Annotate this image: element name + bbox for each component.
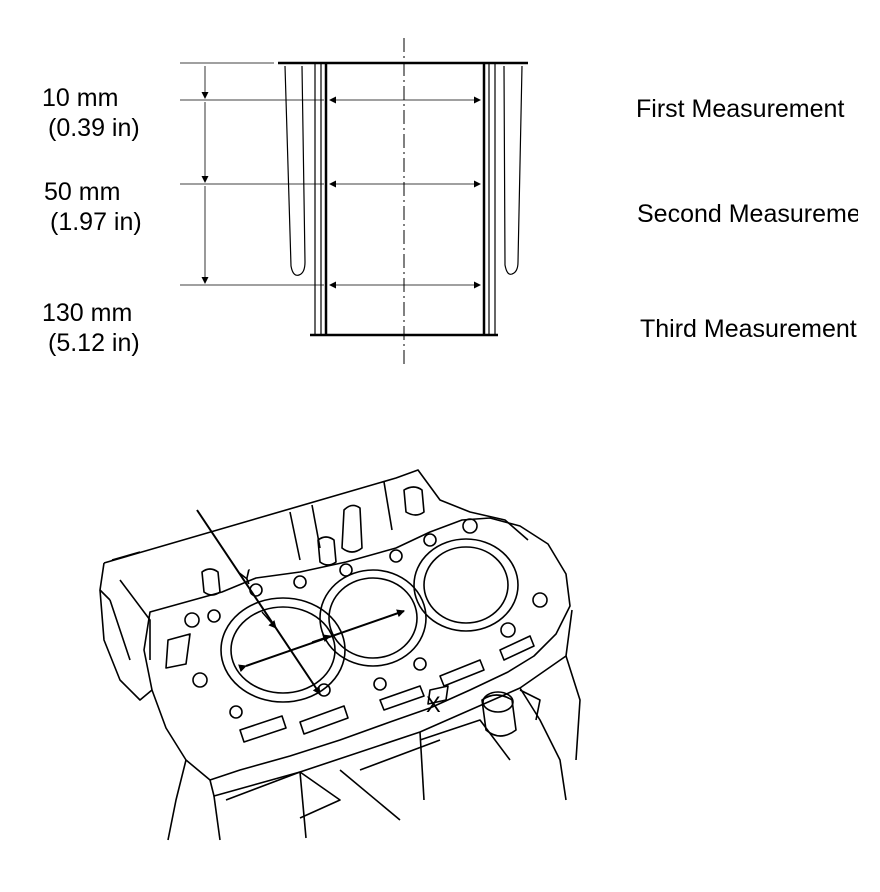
bore-markers: X Y — [237, 566, 441, 717]
measurement-labels: First Measurement Second Measurement Thi… — [636, 95, 880, 343]
dim-2-mm: 50 mm — [44, 178, 120, 206]
bore-arrows — [196, 509, 405, 695]
cylinder-section — [180, 38, 528, 368]
first-measurement-label: First Measurement — [636, 95, 844, 123]
thrust-marker: X — [426, 692, 441, 717]
dim-2-inch: (1.97 in) — [50, 208, 142, 236]
dim-3-inch: (5.12 in) — [48, 329, 140, 357]
third-measurement-label: Third Measurement — [640, 315, 857, 343]
dim-1-mm: 10 mm — [42, 84, 118, 112]
axial-marker: Y — [237, 566, 257, 591]
engine-block — [99, 469, 581, 841]
dim-3-mm: 130 mm — [42, 299, 132, 327]
dimension-labels: 10 mm (0.39 in) 50 mm (1.97 in) 130 mm (… — [42, 84, 142, 357]
dim-1-inch: (0.39 in) — [48, 114, 140, 142]
second-measurement-label: Second Measurement — [637, 200, 880, 228]
